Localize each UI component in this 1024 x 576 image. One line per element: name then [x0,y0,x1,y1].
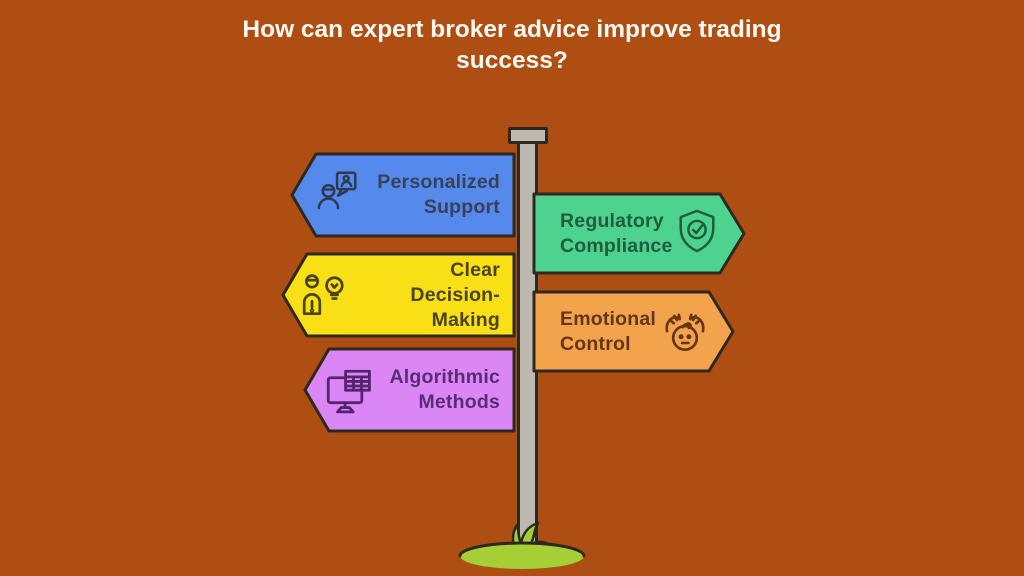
sign-label-line-2: Support [423,196,500,218]
sign-label-line-1: Algorithmic [389,366,500,388]
sign-regulatory-compliance: Regulatory Compliance [532,192,746,275]
sign-clear-decision-making: Clear Decision- Making [281,252,516,338]
title-line-1: How can expert broker advice improve tra… [242,16,782,43]
sign-label: Personalized Support [374,152,500,238]
sign-shape [290,152,516,238]
sign-algorithmic-methods: Algorithmic Methods [303,347,516,433]
sign-label-line-1: Regulatory [560,209,664,232]
sign-shape [303,347,516,433]
sign-label-line-2: Compliance [560,234,673,257]
page-title: How can expert broker advice improve tra… [0,14,1024,76]
sign-label: Clear Decision- Making [365,252,500,338]
sign-shape [532,290,735,373]
person-chat-icon [317,171,357,210]
shield-check-icon [679,209,715,253]
title-line-2: success? [456,47,568,74]
sign-emotional-control: Emotional Control [532,290,735,373]
signpost-pole-cap [508,127,548,144]
sign-shape [281,252,516,338]
sign-label-line-1: Clear Decision- [410,258,500,306]
monitor-table-icon [326,369,371,414]
sign-label-line-2: Methods [418,391,500,413]
sign-label: Emotional Control [560,290,681,373]
person-lightbulb-icon [302,274,344,316]
sign-label-line-1: Emotional [560,307,657,330]
sign-label: Algorithmic Methods [387,347,500,433]
calm-face-icon [665,313,705,352]
sign-label: Regulatory Compliance [560,192,692,275]
sign-label-line-1: Personalized [377,171,500,193]
grass-icon [458,521,586,569]
sign-label-line-2: Making [431,308,500,331]
sign-personalized-support: Personalized Support [290,152,516,238]
sign-label-line-2: Control [560,332,631,355]
